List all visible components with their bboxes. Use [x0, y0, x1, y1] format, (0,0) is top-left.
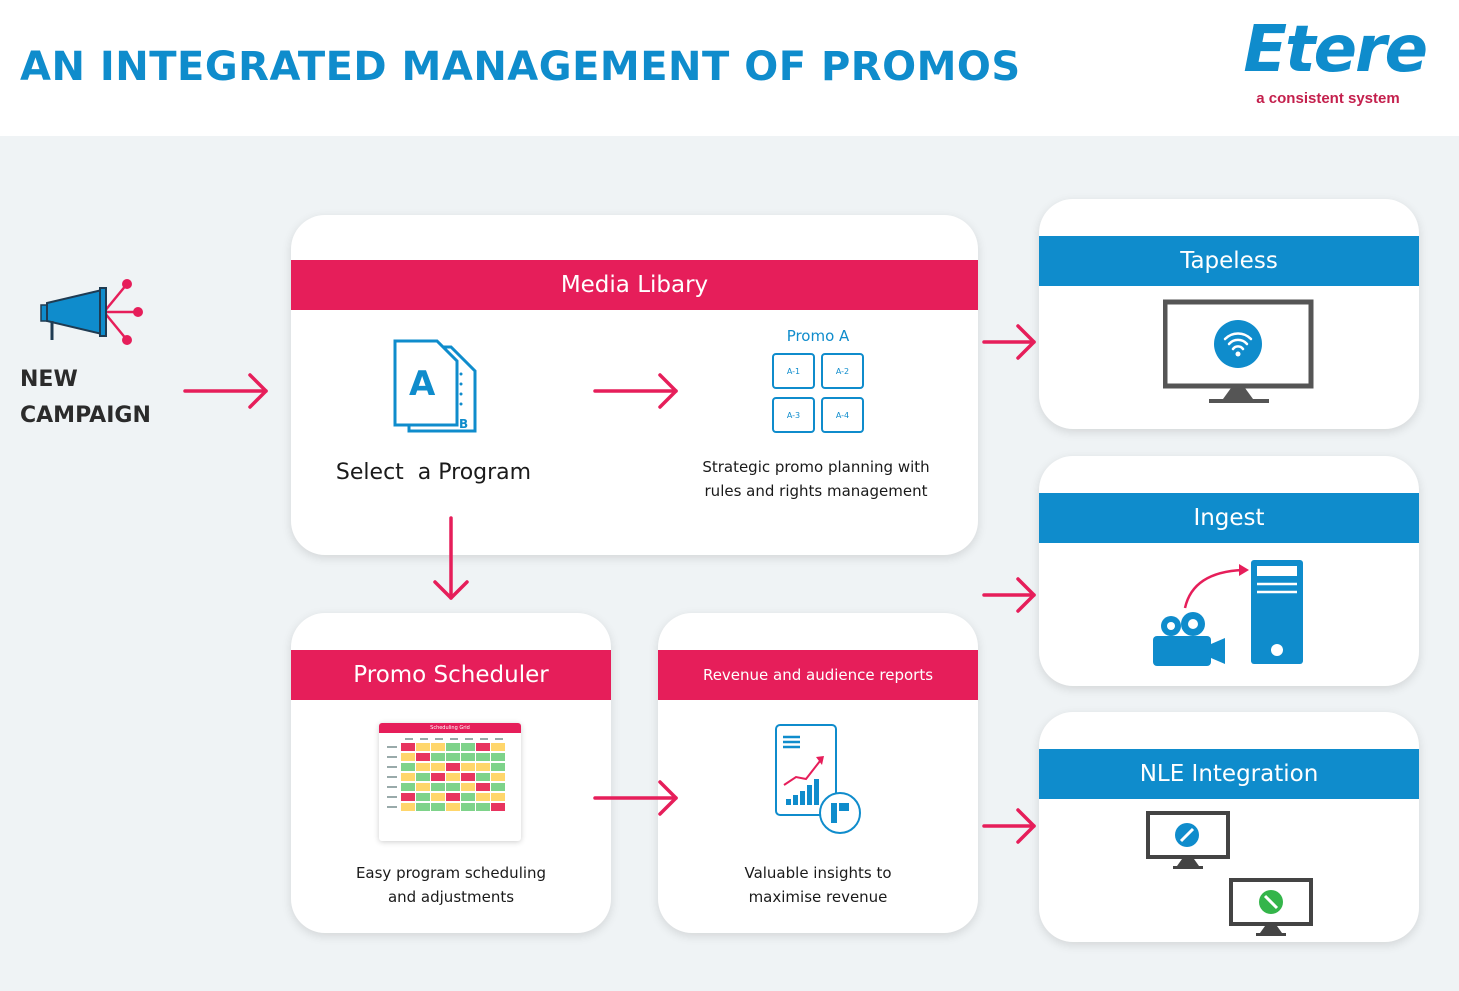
- media-library-caption: Strategic promo planning with rules and …: [671, 455, 961, 503]
- camera-to-server-icon: [1153, 560, 1303, 666]
- select-program-label: Select a Program: [335, 460, 532, 485]
- promo-a-label: Promo A: [786, 327, 850, 345]
- arrow-scheduler-to-reports: [593, 780, 678, 816]
- arrow-program-to-promo: [593, 373, 678, 409]
- caption-line: maximise revenue: [748, 888, 888, 906]
- promo-tiles: A-1 A-2 A-3 A-4: [772, 353, 866, 433]
- promo-scheduler-header: Promo Scheduler: [291, 650, 611, 700]
- report-chart-icon: [775, 724, 861, 834]
- media-library-header: Media Libary: [291, 260, 978, 310]
- caption-line: Easy program scheduling: [355, 864, 547, 882]
- promo-scheduler-caption: Easy program scheduling and adjustments: [311, 861, 591, 909]
- scheduling-grid-title: Scheduling Grid: [379, 723, 521, 733]
- svg-text:A: A: [409, 364, 436, 404]
- media-library-card: Media Libary A B Select a Program Promo …: [291, 215, 978, 555]
- nle-integration-header: NLE Integration: [1039, 749, 1419, 799]
- nle-integration-card: NLE Integration: [1039, 712, 1419, 942]
- document-ab-icon: A B: [393, 339, 477, 433]
- page-title: AN INTEGRATED MANAGEMENT OF PROMOS: [20, 44, 1021, 90]
- promo-tile: A-4: [821, 397, 864, 433]
- logo-tagline: a consistent system: [1256, 90, 1400, 107]
- campaign-line-2: CAMPAIGN: [20, 403, 151, 428]
- monitor-wifi-icon: [1163, 299, 1314, 403]
- caption-line: rules and rights management: [704, 482, 928, 500]
- ingest-header: Ingest: [1039, 493, 1419, 543]
- arrow-campaign-to-library: [183, 373, 268, 409]
- arrow-to-tapeless: [982, 324, 1036, 360]
- new-campaign-label: NEW CAMPAIGN: [20, 362, 151, 434]
- logo: Etere: [1243, 13, 1428, 87]
- promo-scheduler-card: Promo Scheduler Scheduling Grid Easy pro…: [291, 613, 611, 933]
- caption-line: Strategic promo planning with: [702, 458, 930, 476]
- arrow-library-to-scheduler: [433, 516, 469, 600]
- scheduling-grid-cells: [387, 738, 505, 811]
- reports-caption: Valuable insights to maximise revenue: [678, 861, 958, 909]
- promo-tile: A-2: [821, 353, 864, 389]
- arrow-to-ingest: [982, 577, 1036, 613]
- svg-text:B: B: [459, 417, 468, 431]
- reports-card: Revenue and audience reports Valuable in…: [658, 613, 978, 933]
- promo-tile: A-1: [772, 353, 815, 389]
- scheduling-grid: Scheduling Grid: [379, 723, 521, 841]
- monitors-tools-icon: [1146, 811, 1313, 936]
- caption-line: Valuable insights to: [744, 864, 892, 882]
- ingest-card: Ingest: [1039, 456, 1419, 686]
- megaphone-icon: [40, 279, 143, 345]
- campaign-line-1: NEW: [20, 367, 78, 392]
- caption-line: and adjustments: [387, 888, 515, 906]
- tapeless-header: Tapeless: [1039, 236, 1419, 286]
- tapeless-card: Tapeless: [1039, 199, 1419, 429]
- arrow-to-nle: [982, 808, 1036, 844]
- promo-tile: A-3: [772, 397, 815, 433]
- header: AN INTEGRATED MANAGEMENT OF PROMOS Etere…: [0, 0, 1459, 136]
- reports-header: Revenue and audience reports: [658, 650, 978, 700]
